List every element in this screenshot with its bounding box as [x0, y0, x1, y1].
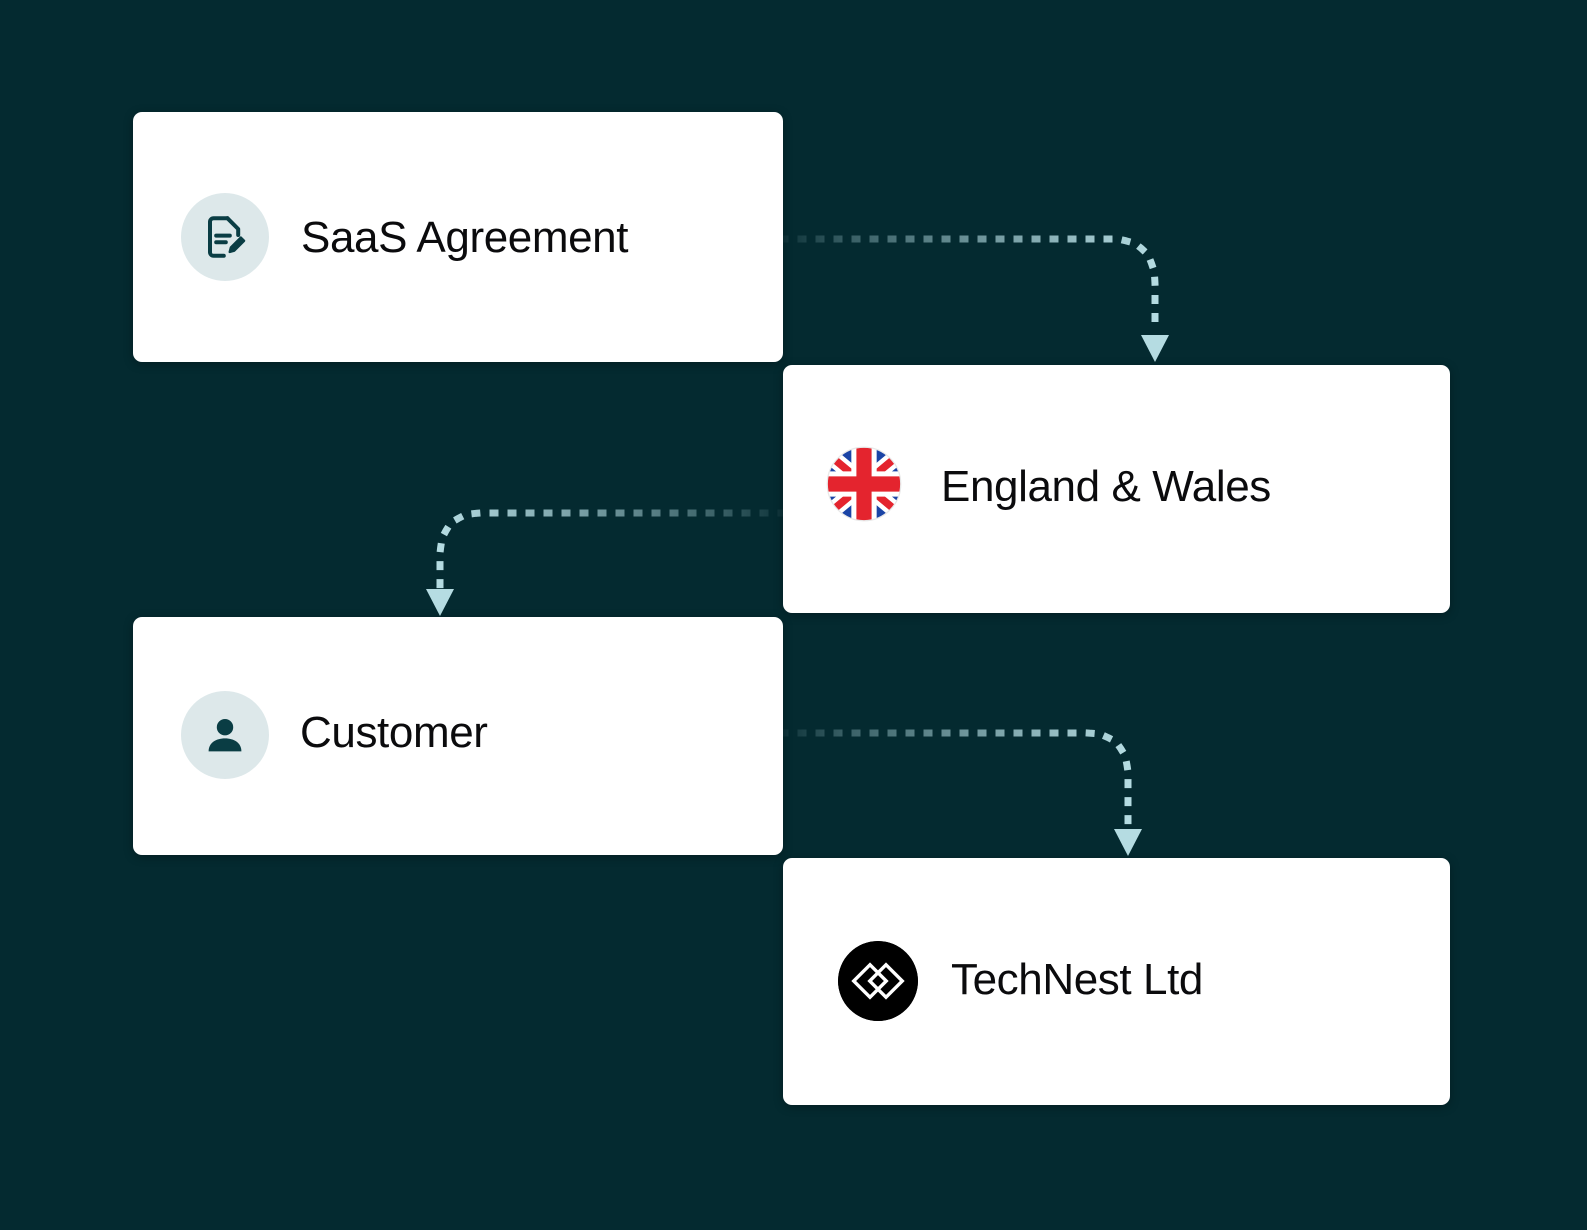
flag-circle-backdrop: [826, 446, 902, 522]
icon-circle-backdrop: [181, 193, 269, 281]
arrowhead-icon: [426, 589, 454, 616]
node-label-customer: Customer: [300, 708, 488, 757]
node-label-technest-ltd: TechNest Ltd: [951, 955, 1204, 1004]
technest-logo-icon: [838, 941, 918, 1021]
node-icon-technest-ltd: [838, 941, 918, 1021]
node-label-england-wales: England & Wales: [941, 462, 1271, 511]
node-icon-saas-agreement: [181, 193, 269, 281]
connector-region-to-customer: [426, 509, 787, 616]
arrowhead-icon: [1141, 335, 1169, 362]
node-icon-england-wales: [826, 446, 902, 522]
person-icon: [208, 719, 242, 752]
connector-saas-to-region: [779, 235, 1169, 362]
node-label-saas-agreement: SaaS Agreement: [301, 213, 629, 262]
icon-circle-backdrop: [181, 691, 269, 779]
arrowhead-icon: [1114, 829, 1142, 856]
uk-flag-icon: [826, 446, 902, 522]
document-edit-icon: [208, 216, 246, 258]
logo-circle-backdrop: [838, 941, 918, 1021]
node-icon-customer: [181, 691, 269, 779]
connector-customer-to-company: [779, 729, 1142, 856]
